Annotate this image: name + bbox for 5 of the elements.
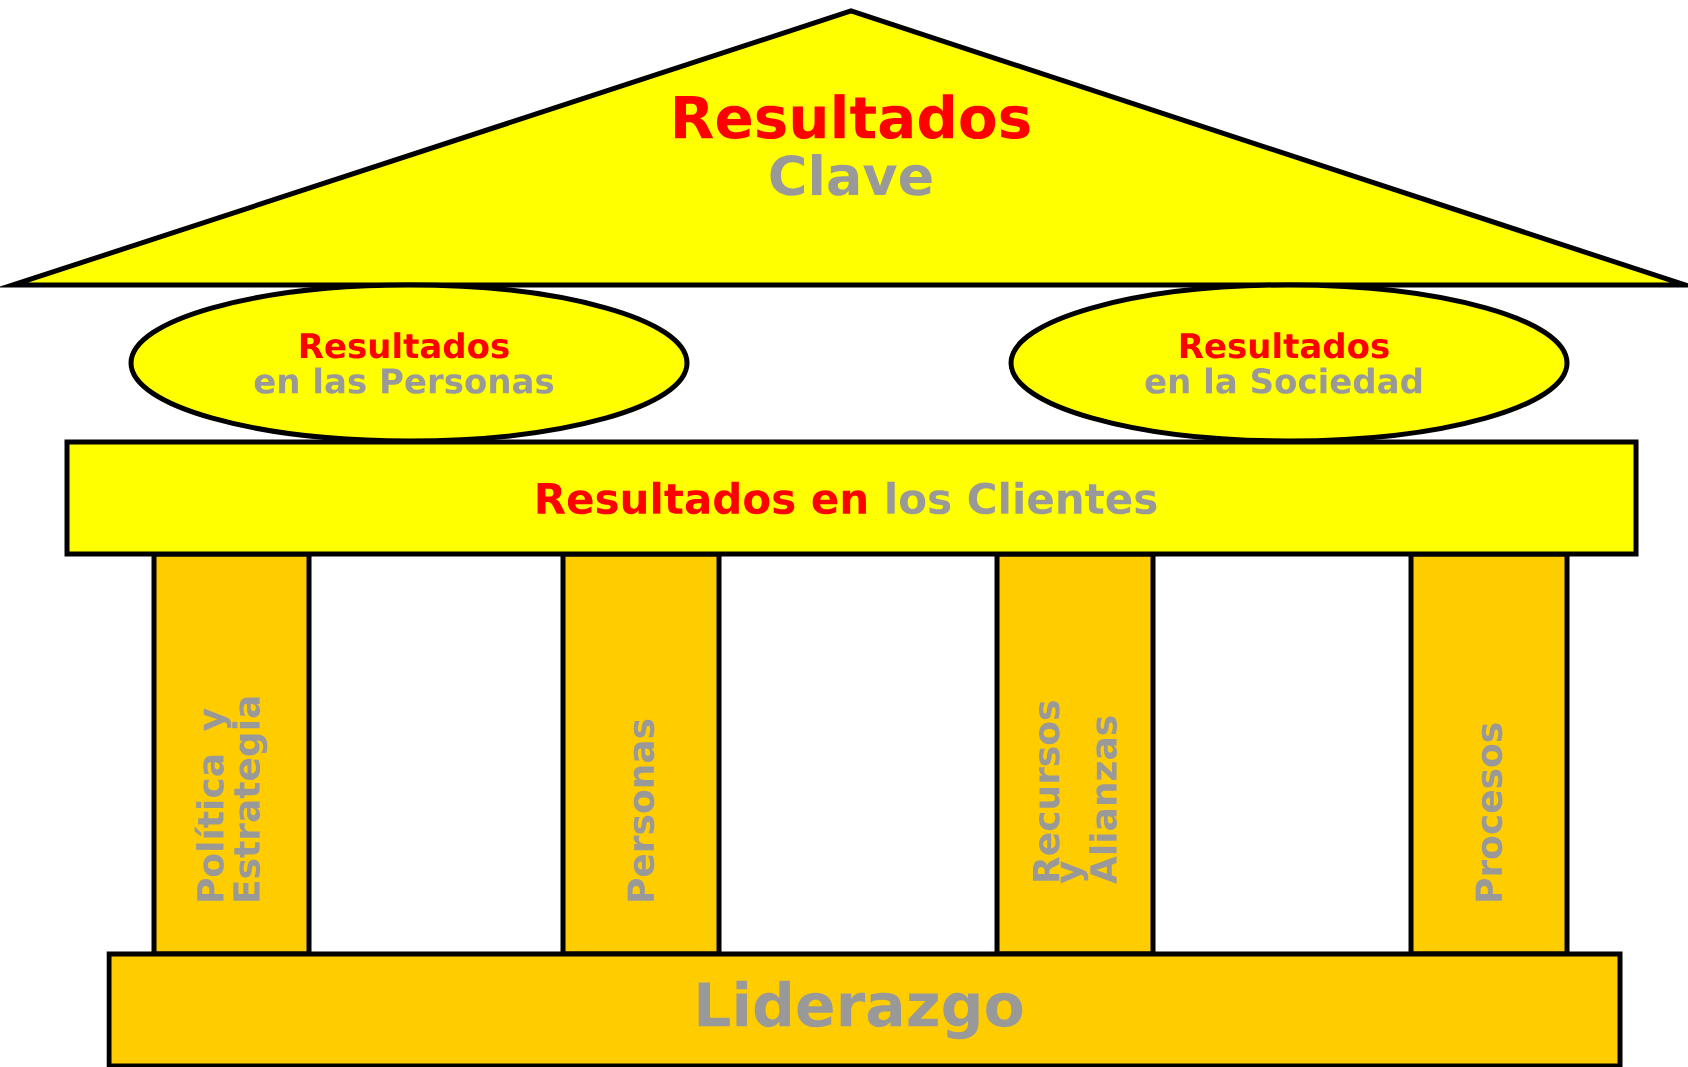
pillar: Personas: [560, 551, 722, 957]
pillar: Recursos y Alianzas: [994, 551, 1156, 957]
pillar: Procesos: [1408, 551, 1570, 957]
pillar: Política y Estrategia: [151, 551, 312, 957]
pediment-triangle: Resultados Clave: [0, 8, 1688, 288]
